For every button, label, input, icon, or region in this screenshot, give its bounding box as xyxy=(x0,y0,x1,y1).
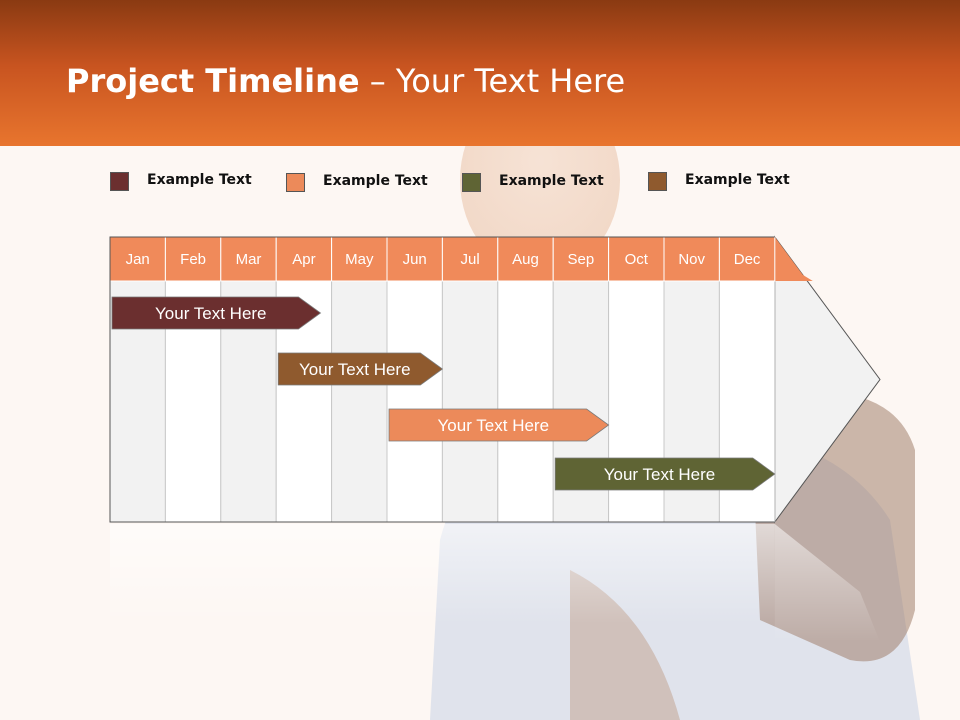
title-bold: Project Timeline xyxy=(66,62,360,100)
month-header-cell xyxy=(164,236,222,282)
arrow-header-extension xyxy=(774,237,813,281)
title-rest: – Your Text Here xyxy=(359,62,626,100)
month-header-cell xyxy=(386,236,443,282)
month-label: Jan xyxy=(126,251,150,268)
legend-swatch xyxy=(462,173,481,192)
month-label: Feb xyxy=(180,251,206,268)
month-header-cell xyxy=(552,236,610,282)
task-label: Your Text Here xyxy=(438,416,550,435)
month-label: Jun xyxy=(403,251,427,268)
legend-swatch xyxy=(110,172,129,191)
month-label: Oct xyxy=(625,251,649,268)
legend-label: Example Text xyxy=(323,173,428,189)
month-label: Jul xyxy=(461,251,480,268)
month-label: Mar xyxy=(236,251,262,268)
month-column xyxy=(441,280,499,523)
month-label: Aug xyxy=(512,251,539,268)
month-label: Apr xyxy=(292,251,315,268)
task-bar xyxy=(111,296,322,330)
legend-label: Example Text xyxy=(499,173,604,189)
month-column xyxy=(331,280,388,523)
page-title: Project Timeline – Your Text Here xyxy=(66,58,625,108)
month-header-cell xyxy=(663,236,720,282)
month-header-cell xyxy=(220,236,277,282)
legend-swatch xyxy=(648,172,667,191)
month-label: May xyxy=(345,251,374,268)
month-header-cell xyxy=(608,236,665,282)
month-label: Sep xyxy=(568,251,595,268)
legend-swatch xyxy=(286,173,305,192)
month-column xyxy=(386,280,443,523)
header-banner: Project Timeline – Your Text Here xyxy=(0,0,960,146)
task-label: Your Text Here xyxy=(604,465,716,484)
month-header-cell xyxy=(331,236,388,282)
task-label: Your Text Here xyxy=(155,304,267,323)
arrow-reflection xyxy=(774,524,880,642)
month-header-cell xyxy=(497,236,554,282)
chart-reflection xyxy=(110,524,775,624)
month-column xyxy=(497,280,554,523)
month-label: Nov xyxy=(678,251,705,268)
task-label: Your Text Here xyxy=(299,360,411,379)
legend-label: Example Text xyxy=(685,172,790,188)
month-label: Dec xyxy=(734,251,761,268)
task-bar xyxy=(388,408,610,442)
legend-label: Example Text xyxy=(147,172,252,188)
task-bar xyxy=(554,457,776,491)
chart-border xyxy=(109,236,775,523)
task-bar xyxy=(277,352,444,386)
